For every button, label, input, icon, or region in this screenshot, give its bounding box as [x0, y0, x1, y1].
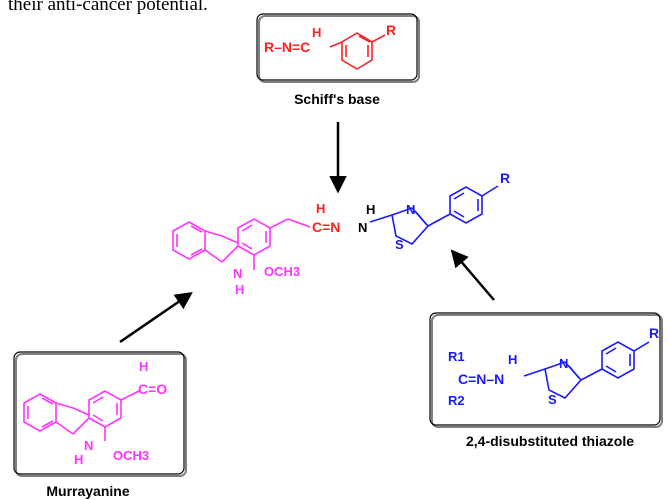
schiff-formula: R–N=C [264, 39, 310, 55]
thiazole-r2: R2 [448, 393, 465, 408]
center-och3: OCH3 [264, 264, 300, 279]
murrayanine-label: Murrayanine [46, 483, 129, 499]
murrayanine-n: N [84, 438, 93, 453]
arrow-thiazole [450, 249, 495, 301]
schiff-label: Schiff's base [294, 91, 380, 107]
murrayanine-och3: OCH3 [113, 448, 149, 463]
thiazole-r1: R1 [448, 349, 465, 364]
thiazole-n: N [559, 356, 568, 371]
center-ring-n: N [406, 202, 415, 217]
center-s: S [395, 237, 404, 252]
murrayanine-h: H [139, 359, 148, 374]
murrayanine-nh-h: H [74, 452, 83, 467]
thiazole-box: R1 R2 C=N–N H N S R [429, 312, 663, 428]
carbazole-h: H [235, 282, 244, 297]
murrayanine-co: C=O [138, 381, 167, 397]
thiazole-c: C=N–N [458, 371, 504, 387]
center-n: N [358, 220, 367, 235]
schiff-r: R [386, 22, 396, 38]
carbazole-n: N [233, 266, 242, 281]
thiazole-label: 2,4-disubstituted thiazole [466, 433, 634, 449]
thiazole-nh-h: H [508, 352, 517, 367]
schiff-h: H [312, 25, 321, 40]
center-r: R [500, 170, 510, 186]
center-h-top: H [316, 201, 325, 216]
thiazole-r: R [649, 325, 659, 341]
murrayanine-box: H C=O N H OCH3 [13, 351, 187, 477]
center-nh-h: H [366, 202, 375, 217]
thiazole-s: S [548, 392, 557, 407]
center-molecule: N H OCH3 H C=N N H N S R [172, 170, 510, 297]
schiff-base-box: R–N=C H R [256, 13, 420, 83]
center-c-eq-n: C=N [312, 219, 340, 235]
header-text: their anti-cancer potential. [8, 0, 208, 15]
arrow-murrayanine [119, 292, 193, 344]
